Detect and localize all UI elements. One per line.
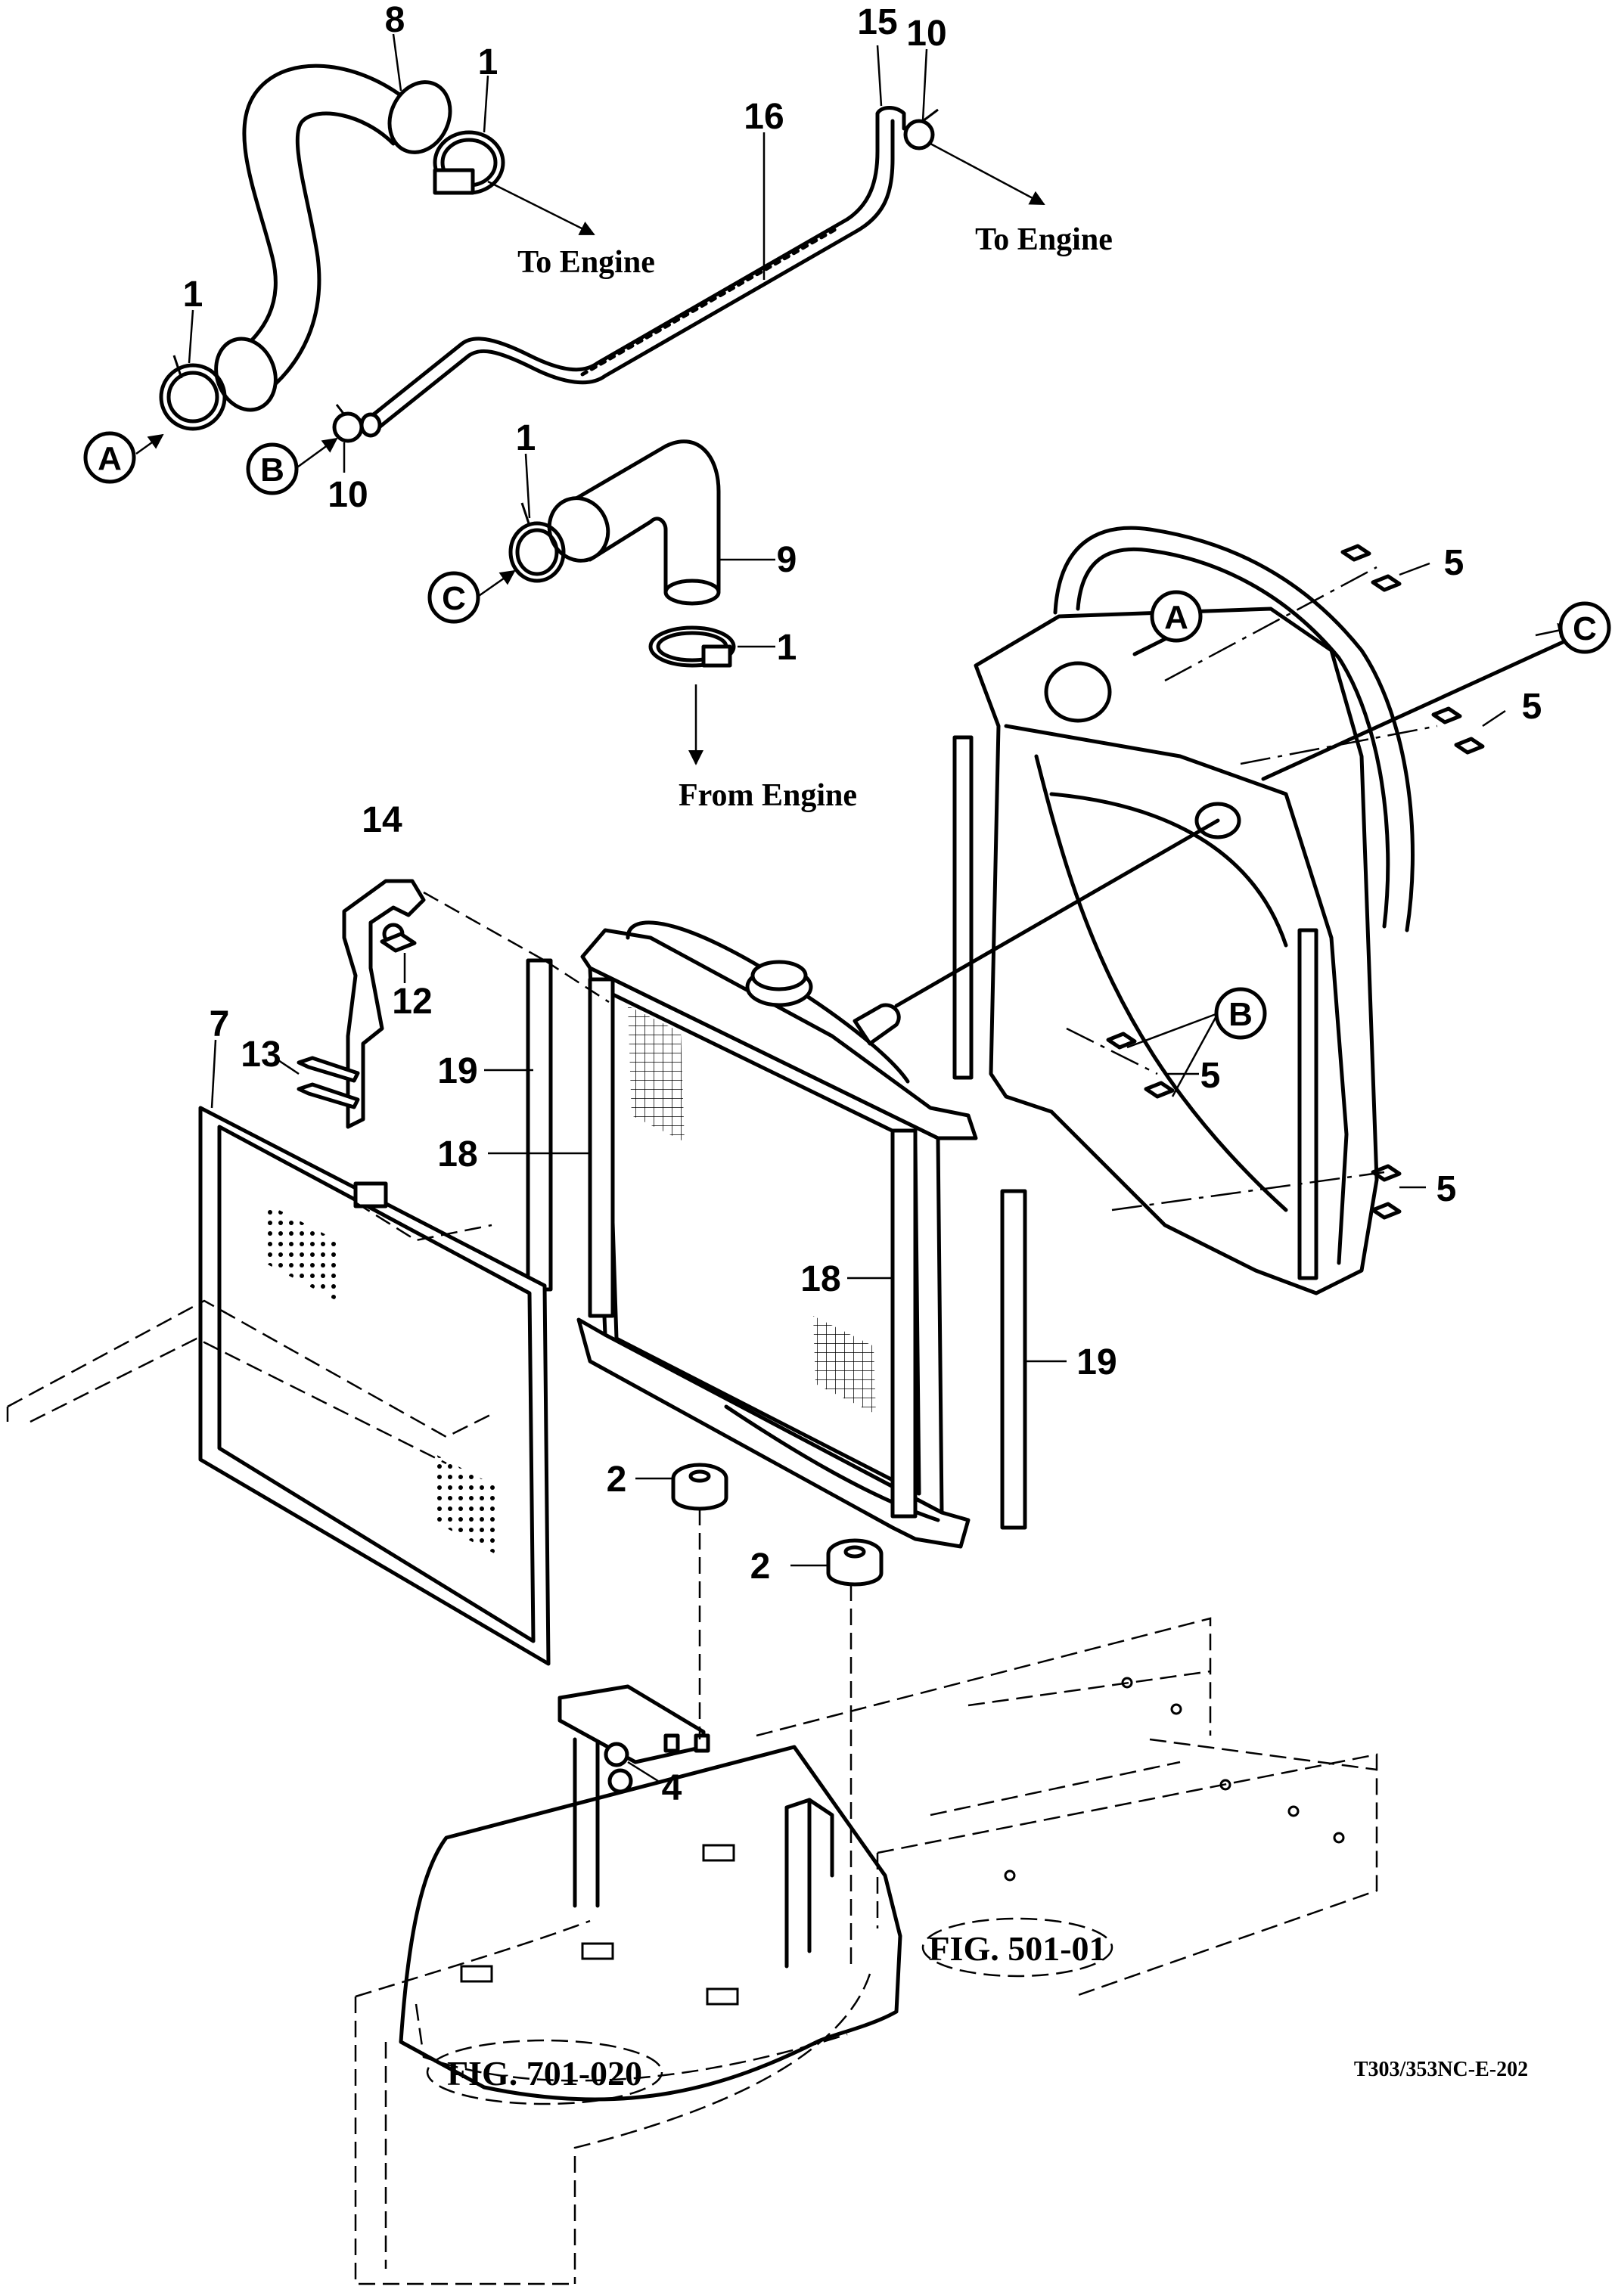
bypass-hose bbox=[359, 106, 906, 438]
lower-hose bbox=[547, 439, 721, 606]
part-number-5-d: 5 bbox=[1436, 1169, 1457, 1209]
side-seal-19-left bbox=[526, 958, 553, 1292]
svg-text:C: C bbox=[1573, 610, 1597, 647]
svg-text:B: B bbox=[1228, 996, 1253, 1033]
fan-shroud bbox=[952, 607, 1379, 1295]
callout-c-right: C bbox=[1558, 601, 1611, 654]
bolts-13 bbox=[297, 1056, 360, 1109]
part-number-19-left: 19 bbox=[437, 1051, 477, 1091]
bolts-5-group-2 bbox=[1431, 706, 1485, 755]
part-number-5-b: 5 bbox=[1522, 687, 1542, 727]
callout-a-left: A bbox=[83, 431, 136, 484]
rubber-mount-right bbox=[826, 1538, 884, 1587]
caption-from-engine: From Engine bbox=[679, 778, 857, 813]
callout-c-left: C bbox=[427, 571, 480, 624]
callout-b-left: B bbox=[246, 442, 299, 495]
dust-screen bbox=[198, 1106, 551, 1666]
nuts-4 bbox=[604, 1733, 710, 1794]
part-number-1-left: 1 bbox=[183, 275, 203, 315]
hose-clamp-lower bbox=[648, 625, 736, 668]
part-number-2-left: 2 bbox=[607, 1460, 627, 1500]
part-leaders bbox=[188, 33, 1506, 1783]
part-number-1-lower: 1 bbox=[777, 628, 797, 668]
part-number-16: 16 bbox=[744, 97, 784, 137]
part-number-18-left: 18 bbox=[437, 1134, 477, 1174]
svg-text:A: A bbox=[1164, 599, 1188, 636]
part-number-10-bottom: 10 bbox=[328, 475, 368, 515]
hose-clamp-left bbox=[159, 355, 227, 431]
drawing-code: T303/353NC-E-202 bbox=[1354, 2058, 1528, 2081]
floor-plate bbox=[354, 1745, 902, 2285]
caption-to-engine-2: To Engine bbox=[975, 222, 1113, 257]
part-number-5-a: 5 bbox=[1444, 543, 1464, 583]
figure-ref-701-020[interactable]: FIG. 701-020 bbox=[426, 2039, 663, 2105]
svg-text:FIG. 501-01: FIG. 501-01 bbox=[928, 1929, 1106, 1968]
part-number-9: 9 bbox=[777, 540, 797, 580]
side-seal-19-right bbox=[1000, 1189, 1027, 1530]
part-number-13: 13 bbox=[241, 1035, 281, 1075]
bolts-5-group-4 bbox=[1371, 1164, 1402, 1220]
hose-clamp-upper bbox=[433, 130, 505, 195]
upper-hose bbox=[214, 64, 452, 412]
svg-text:FIG. 701-020: FIG. 701-020 bbox=[447, 2054, 642, 2093]
caption-to-engine-1: To Engine bbox=[517, 245, 655, 280]
part-number-18-right: 18 bbox=[800, 1259, 840, 1299]
part-number-14: 14 bbox=[362, 800, 402, 840]
part-number-12: 12 bbox=[392, 982, 432, 1022]
rubber-mount-left bbox=[671, 1463, 728, 1511]
support-posts bbox=[557, 1684, 834, 1969]
part-number-5-c: 5 bbox=[1200, 1056, 1221, 1096]
callout-a-right: A bbox=[1150, 590, 1203, 643]
bolts-5-group-3 bbox=[1106, 1032, 1175, 1099]
part-number-2-right: 2 bbox=[750, 1547, 771, 1587]
part-number-19-right: 19 bbox=[1076, 1342, 1117, 1382]
machine-frame bbox=[756, 1617, 1378, 1998]
alignment-lines bbox=[6, 566, 1572, 1966]
bolts-5-group-1 bbox=[1340, 544, 1402, 592]
part-number-1-mid: 1 bbox=[516, 418, 536, 458]
radiator bbox=[576, 920, 978, 1549]
figure-ref-501-01[interactable]: FIG. 501-01 bbox=[921, 1917, 1113, 1978]
svg-text:A: A bbox=[98, 440, 122, 477]
part-number-1-upper: 1 bbox=[478, 42, 498, 82]
part-number-15: 15 bbox=[857, 2, 897, 42]
shroud-top-seal bbox=[1053, 526, 1415, 932]
part-number-4: 4 bbox=[662, 1768, 682, 1808]
part-number-8: 8 bbox=[385, 0, 405, 40]
hose-clamp-mid bbox=[508, 502, 566, 583]
svg-text:B: B bbox=[260, 451, 284, 489]
small-clamp-bottom bbox=[332, 404, 364, 443]
bolt-12 bbox=[380, 932, 417, 953]
svg-text:C: C bbox=[442, 580, 466, 617]
small-clamp-top bbox=[903, 108, 939, 150]
callout-b-right: B bbox=[1214, 987, 1267, 1040]
part-number-7: 7 bbox=[210, 1004, 230, 1044]
part-number-10-top: 10 bbox=[906, 14, 946, 54]
